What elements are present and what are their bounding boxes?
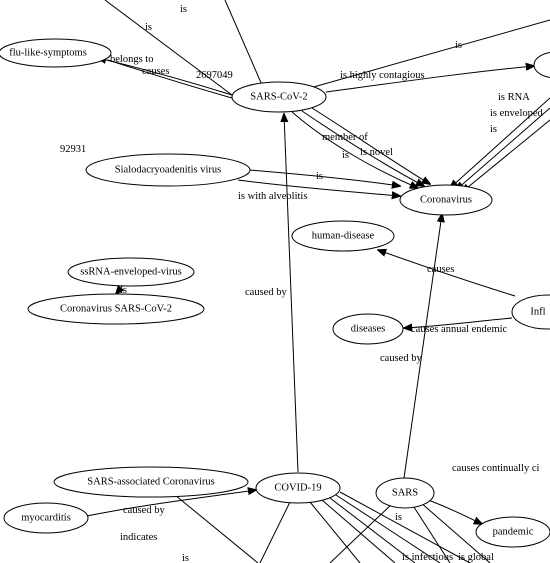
floating-number: 2697049 [196,70,233,81]
edge-top-right-is [309,19,550,89]
node-label: SARS-CoV-2 [250,92,307,103]
edge-label-is-with-alveolitis: is with alveolitis [238,191,307,202]
edge-label-is: is [145,22,152,33]
edge-covid-bottom-5 [335,494,441,563]
node-label: flu-like-symptoms [9,48,87,59]
node-sars-cov-2[interactable]: SARS-CoV-2 [231,81,327,113]
node-sialodacryoadenitis-virus[interactable]: Sialodacryoadenitis virus [85,153,251,187]
floating-number: 92931 [60,144,86,155]
edge-sars-bottom-2 [411,503,451,563]
node-label: ssRNA-enveloped-virus [80,267,181,278]
edge-label-caused-by: caused by [380,353,422,364]
edge-label-is: is [455,40,462,51]
node-label: COVID-19 [274,483,321,494]
edge-is-mid [301,110,424,186]
node-diseases[interactable]: diseases [332,313,404,345]
edge-is-novel [311,107,430,184]
edge-label-is: is [316,171,323,182]
edge-label-is-enveloped: is enveloped [490,108,544,119]
node-label: myocarditis [21,513,71,524]
edge-label-belongs-to: belongs to [110,54,153,65]
edge-label-is-rna: is RNA [498,92,530,103]
edge-covid-bottom-6 [339,491,471,563]
node-label: human-disease [312,231,375,242]
edge-label-causes-annual-endemic: causes annual endemic [411,324,508,335]
edge-label-causes: causes [142,66,169,77]
node-partial-top-right[interactable] [533,51,550,79]
edge-label-indicates: indicates [120,532,157,543]
node-label: Coronavirus [420,195,472,206]
edge-covid-bottom-1 [259,501,291,563]
node-covid-19[interactable]: COVID-19 [255,472,341,504]
edge-causes-human [378,250,516,297]
node-infl[interactable]: Infl [511,294,550,330]
node-label: SARS [392,488,418,499]
node-label: Sialodacryoadenitis virus [115,165,221,176]
edge-label-is: is [120,285,127,296]
edge-label-is: is [490,124,497,135]
edge-covid-bottom-4 [329,497,416,563]
edge-highly-contagious [325,66,534,93]
edge-label-causes: causes [427,264,454,275]
edge-label-is-novel: is novel [360,147,393,158]
edge-sialo-is [249,169,400,186]
edge-annual-endemic [404,317,513,328]
edge-label-member-of: member of [322,132,368,143]
edge-label-is-infectious: is infectious [402,552,453,563]
edge-label-is: is [182,553,189,563]
edge-label-is: is [342,150,349,161]
edge-label-causes-continually: causes continually ci [452,463,540,474]
node-coronavirus[interactable]: Coronavirus [399,184,493,216]
node-label: Infl [530,307,545,318]
edge-covid-bottom-2 [309,501,361,563]
edge-label-caused-by: caused by [123,505,165,516]
node-ssrna-enveloped-virus[interactable]: ssRNA-enveloped-virus [67,257,195,287]
node-human-disease[interactable]: human-disease [291,220,395,252]
node-sars-associated-coronavirus[interactable]: SARS-associated Coronavirus [53,466,249,498]
edge-caused-by-left [284,114,299,473]
edge-causes-top [107,59,233,99]
edge-label-is-global: is global [458,552,494,563]
edge-member-of [291,111,418,188]
node-flu-like-symptoms[interactable]: flu-like-symptoms [0,38,112,68]
edge-indicates [174,494,259,563]
node-label: diseases [351,324,385,335]
edge-top-is-small [224,0,263,86]
edge-caused-by-bottom [81,490,256,518]
node-pandemic[interactable]: pandemic [475,516,550,548]
edge-top-left-is [104,0,233,96]
edge-rna-2 [456,107,550,190]
edge-rna-1 [450,97,550,188]
edge-alveolitis [237,179,400,196]
edge-label-caused-by: caused by [245,287,287,298]
edge-sars-bottom-1 [329,501,395,563]
edge-label-is: is [180,4,187,15]
node-label: Coronavirus SARS-CoV-2 [60,304,172,315]
node-label: pandemic [493,527,534,538]
node-myocarditis[interactable]: myocarditis [3,502,89,534]
edge-caused-by-right [403,214,442,479]
edge-covid-bottom-3 [321,499,396,563]
edge-sars-bottom-3 [419,501,491,563]
node-sars[interactable]: SARS [375,477,435,509]
edge-label-is: is [395,512,402,523]
edge-sars-pandemic [427,499,482,524]
node-coronavirus-sars-cov-2[interactable]: Coronavirus SARS-CoV-2 [27,293,205,325]
edge-label-is-highly-contagious: is highly contagious [340,70,425,81]
node-label: SARS-associated Coronavirus [87,477,214,488]
edge-rna-3 [462,119,550,192]
